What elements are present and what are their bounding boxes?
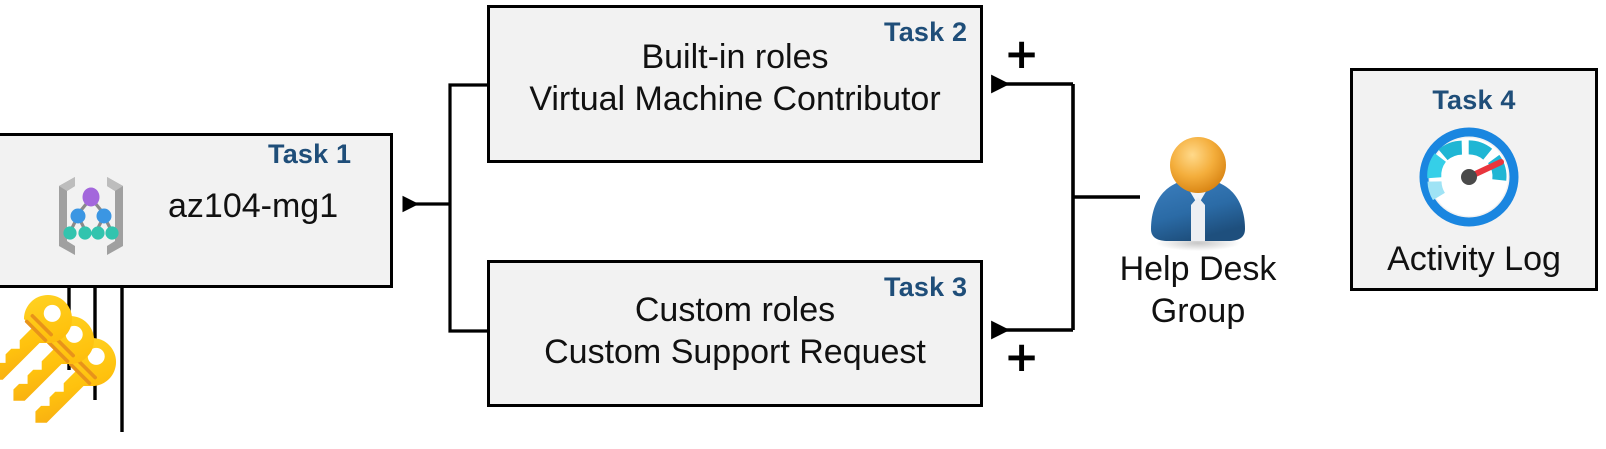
key-2 [13,315,95,401]
helpdesk-label-line2: Group [1150,292,1246,330]
task-box-task1[interactable] [0,133,393,288]
task1-text: az104-mg1 [168,187,339,225]
plus-sign-task2: + [1004,29,1040,78]
task2-text-line2: Virtual Machine Contributor [529,80,941,118]
three-keys-icon [0,294,117,423]
user-group-icon [1151,137,1245,251]
helpdesk-label-line1: Help Desk [1119,250,1277,288]
task1-label: Task 1 [268,139,352,169]
task4-text: Activity Log [1387,240,1561,278]
task3-text-line1: Custom roles [634,291,836,329]
key-3 [35,337,117,423]
management-group-icon [59,177,123,255]
task3-text-line2: Custom Support Request [544,333,926,371]
task4-label: Task 4 [1432,85,1516,115]
task2-text-line1: Built-in roles [641,38,829,76]
task-box-task3[interactable] [487,260,983,407]
task2-label: Task 2 [884,17,968,47]
plus-sign-task3: + [1004,332,1040,381]
connector-helpdesk-to-tasks [991,74,1140,340]
key-1 [0,294,73,380]
task3-label: Task 3 [884,272,968,302]
connector-tasks-to-task1 [402,83,489,333]
task-box-task2[interactable] [487,5,983,163]
activity-log-gauge-icon [1419,127,1519,227]
